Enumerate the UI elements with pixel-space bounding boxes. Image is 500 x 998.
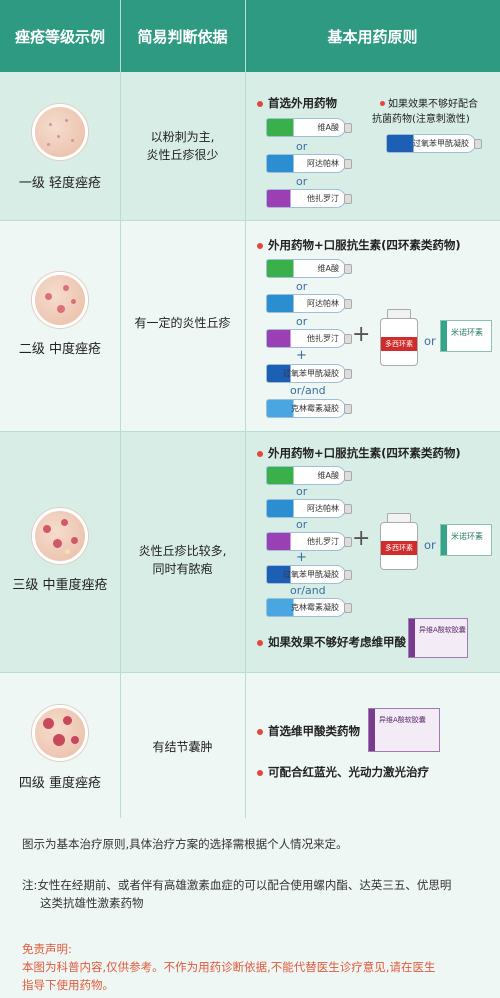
grade-1-basis-line2: 炎性丘疹很少 — [146, 148, 219, 162]
tube-benzoyl-peroxide: 过氧苯甲酰凝胶 — [266, 364, 352, 383]
disclaimer-title: 免责声明: — [22, 942, 72, 956]
grade-4-label: 四级 重度痤疮 — [18, 776, 102, 791]
grade-3-plan: 外用药物+口服抗生素(四环素类药物) — [268, 446, 461, 460]
grade-1-basis-line1: 以粉刺为主, — [150, 130, 215, 144]
or-label: or — [296, 280, 308, 293]
grade-3-basis-line1: 炎性丘疹比较多, — [138, 544, 227, 558]
doxycycline-bottle: 多西环素 — [380, 513, 418, 570]
footer-note-2-line1: 注:女性在经期前、或者伴有高雄激素血症的可以配合使用螺内酯、达英三五、优思明 — [22, 878, 452, 892]
bullet-icon — [257, 729, 263, 735]
mild-acne-skin-image — [32, 104, 88, 160]
or-label: or — [424, 334, 436, 348]
tube-adapalene: 阿达帕林 — [266, 154, 352, 173]
doxycycline-bottle: 多西环素 — [380, 309, 418, 366]
tube-tazarotene: 他扎罗汀 — [266, 532, 352, 551]
moderate-acne-skin-image — [32, 272, 88, 328]
header-judgement-basis: 简易判断依据 — [137, 27, 228, 46]
or-and-label: or/and — [290, 384, 326, 397]
or-label: or — [296, 315, 308, 328]
grade-2-basis: 有一定的炎性丘疹 — [134, 316, 231, 330]
tube-tazarotene: 他扎罗汀 — [266, 329, 352, 348]
grade-4-extra: 可配合红蓝光、光动力激光治疗 — [268, 765, 429, 779]
bullet-icon — [257, 640, 263, 646]
or-and-label: or/and — [290, 584, 326, 597]
minocycline-box: 米诺环素 — [440, 524, 492, 556]
tube-adapalene: 阿达帕林 — [266, 294, 352, 313]
or-label: or — [296, 175, 308, 188]
tube-benzoyl-peroxide: 过氧苯甲酰凝胶 — [266, 565, 352, 584]
grade-4-basis: 有结节囊肿 — [152, 740, 213, 754]
tube-clindamycin: 克林霉素凝胶 — [266, 399, 352, 418]
severe-acne-skin-image — [32, 705, 88, 761]
grade-3-basis-line2: 同时有脓疱 — [152, 562, 213, 576]
tube-clindamycin: 克林霉素凝胶 — [266, 598, 352, 617]
moderate-severe-acne-skin-image — [32, 508, 88, 564]
bullet-icon — [257, 101, 263, 107]
column-divider — [120, 0, 121, 818]
or-label: or — [424, 538, 436, 552]
grade-3-label: 三级 中重度痤疮 — [12, 578, 108, 593]
grade-2-plan: 外用药物+口服抗生素(四环素类药物) — [268, 238, 461, 252]
or-label: or — [296, 140, 308, 153]
grade-3-extra: 如果效果不够好考虑维甲酸 — [268, 635, 406, 649]
row-divider — [0, 672, 500, 673]
plus-icon: + — [352, 526, 371, 551]
header-grade-example: 痤疮等级示例 — [14, 27, 105, 46]
tube-adapalene: 阿达帕林 — [266, 499, 352, 518]
footer-note-1: 图示为基本治疗原则,具体治疗方案的选择需根据个人情况来定。 — [22, 837, 348, 851]
table-header: 痤疮等级示例 简易判断依据 基本用药原则 — [0, 0, 500, 72]
row-divider — [0, 220, 500, 221]
tube-tazarotene: 他扎罗汀 — [266, 189, 352, 208]
grade-1-first-choice: 首选外用药物 — [268, 96, 337, 110]
disclaimer-line2: 指导下使用药物。 — [22, 978, 114, 992]
minocycline-box: 米诺环素 — [440, 320, 492, 352]
footer-notes — [0, 818, 500, 998]
tube-tretinoin: 维A酸 — [266, 466, 352, 485]
header-medication-principle: 基本用药原则 — [327, 27, 418, 46]
grade-1-note-line2: 抗菌药物(注意刺激性) — [372, 114, 470, 125]
plus-icon: + — [352, 322, 371, 347]
bullet-icon — [257, 243, 263, 249]
or-label: or — [296, 485, 308, 498]
isotretinoin-box: 异维A酸软胶囊 — [408, 618, 468, 658]
tube-tretinoin: 维A酸 — [266, 259, 352, 278]
footer-note-2-line2: 这类抗雄性激素药物 — [40, 896, 144, 910]
tube-tretinoin: 维A酸 — [266, 118, 352, 137]
column-divider — [245, 0, 246, 818]
plus-label: + — [296, 348, 307, 363]
bullet-icon — [380, 101, 385, 106]
grade-2-label: 二级 中度痤疮 — [18, 342, 102, 357]
plus-label: + — [296, 550, 307, 565]
bullet-icon — [257, 770, 263, 776]
row-divider — [0, 431, 500, 432]
disclaimer-line1: 本图为科普内容,仅供参考。不作为用药诊断依据,不能代替医生诊疗意见,请在医生 — [22, 960, 436, 974]
grade-4-first-choice: 首选维甲酸类药物 — [268, 724, 360, 738]
isotretinoin-box: 异维A酸软胶囊 — [368, 708, 440, 752]
grade-1-label: 一级 轻度痤疮 — [18, 176, 102, 191]
grade-1-note-line1: 如果效果不够好配合 — [388, 99, 478, 110]
or-label: or — [296, 518, 308, 531]
bullet-icon — [257, 451, 263, 457]
tube-benzoyl-peroxide: 过氧苯甲酰凝胶 — [386, 134, 482, 153]
